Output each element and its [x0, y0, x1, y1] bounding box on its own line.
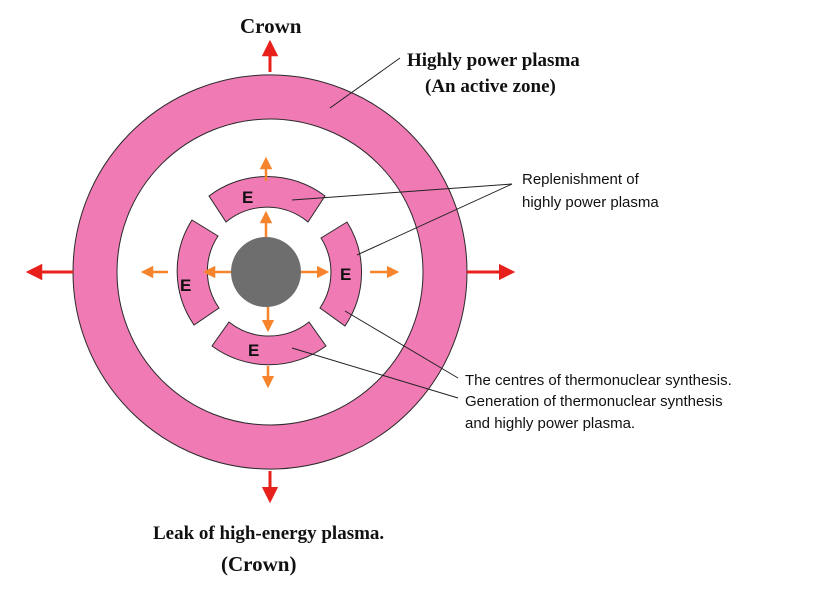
segment-right-label: E [340, 265, 351, 284]
segment-bottom [211, 321, 327, 366]
core-circle [231, 237, 301, 307]
top-crown-label: Crown [240, 14, 302, 38]
centres-label-line3: and highly power plasma. [465, 415, 635, 432]
segment-top-label: E [242, 188, 253, 207]
replenish-label-line1: Replenishment of [522, 171, 640, 188]
leader-replenish-right [356, 183, 513, 256]
centres-label-line2: Generation of thermonuclear synthesis [465, 393, 723, 410]
leader-centres-right [344, 310, 459, 379]
segment-top [208, 175, 326, 223]
bottom-label-line1: Leak of high-energy plasma. [153, 523, 384, 544]
leader-ring [329, 57, 401, 109]
ring-label-line2: (An active zone) [425, 76, 556, 97]
ring-label-line1: Highly power plasma [407, 50, 580, 71]
segment-left-label: E [180, 276, 191, 295]
leader-replenish-top [291, 183, 513, 201]
centres-label-line1: The centres of thermonuclear synthesis. [465, 372, 732, 389]
leader-centres-bottom [291, 347, 459, 399]
segment-left [176, 219, 220, 326]
replenish-label-line2: highly power plasma [522, 194, 659, 211]
bottom-label-line2: (Crown) [221, 552, 296, 576]
segment-bottom-label: E [248, 341, 259, 360]
